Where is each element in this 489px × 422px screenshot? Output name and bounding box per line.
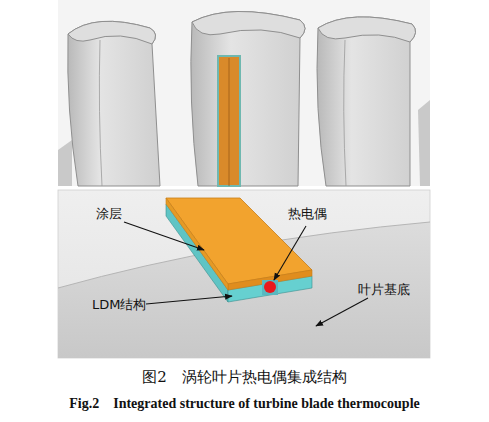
thermocouple-slot	[262, 280, 278, 295]
leader-line	[274, 226, 306, 280]
part-label: 涂层	[96, 206, 122, 222]
thermocouple-dot	[264, 281, 276, 293]
blade-edge	[58, 140, 72, 186]
figure-caption: 图2 涡轮叶片热电偶集成结构	[0, 368, 489, 387]
turbine-blade	[191, 11, 305, 186]
leader-line	[146, 296, 232, 304]
leader-line	[124, 222, 204, 250]
blade-edge-line	[99, 40, 102, 186]
coating-strip	[218, 56, 240, 186]
thermocouple-line	[229, 58, 230, 186]
closeup-ground	[58, 190, 430, 358]
coating-side	[166, 198, 228, 290]
figure-caption-en: Fig.2 Integrated structure of turbine bl…	[0, 395, 489, 413]
blade-tip	[68, 21, 156, 44]
blade-edge-line	[344, 40, 346, 186]
turbine-blade	[68, 21, 160, 186]
turbine-blade	[317, 17, 416, 186]
blade-tip	[192, 11, 305, 38]
blade-edge	[418, 100, 430, 186]
part-label: 热电偶	[288, 206, 327, 222]
blade-tip	[318, 17, 416, 42]
leader-line	[316, 298, 368, 326]
part-label: LDM结构	[92, 297, 146, 313]
part-label: 叶片基底	[358, 282, 410, 298]
photo-ground	[58, 0, 430, 186]
